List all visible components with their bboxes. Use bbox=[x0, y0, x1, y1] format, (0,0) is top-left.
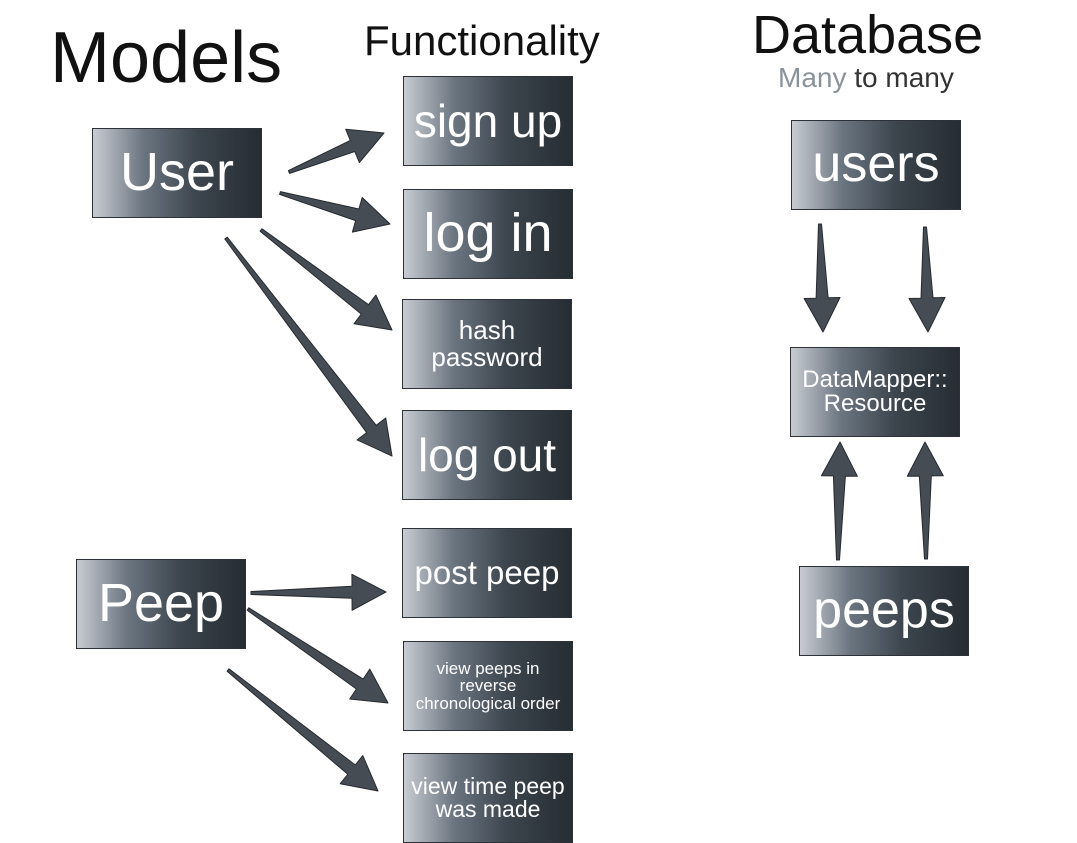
hash-password-box: hash password bbox=[402, 299, 572, 389]
arrow-peeps-to-dm-left bbox=[820, 441, 858, 561]
datamapper-resource-box: DataMapper:: Resource bbox=[790, 347, 960, 437]
arrow-user-to-signup bbox=[287, 128, 385, 174]
peep-model-box: Peep bbox=[76, 559, 246, 649]
relationship-word-to-many: to many bbox=[854, 62, 954, 93]
arrow-users-to-dm-left bbox=[803, 223, 841, 333]
view-peeps-reverse-box: view peeps in reverse chronological orde… bbox=[403, 641, 573, 731]
users-table-box: users bbox=[791, 120, 961, 210]
arrow-users-to-dm-right bbox=[908, 226, 946, 333]
view-time-peep-box: view time peep was made bbox=[403, 753, 573, 843]
peeps-table-box: peeps bbox=[799, 566, 969, 656]
arrow-peeps-to-dm-right bbox=[906, 441, 944, 560]
models-heading: Models bbox=[50, 18, 283, 98]
arrow-peep-to-viewtime bbox=[226, 668, 379, 792]
arrow-peep-to-viewrev bbox=[246, 607, 389, 704]
arrow-peep-to-post bbox=[250, 573, 387, 611]
log-out-box: log out bbox=[402, 410, 572, 500]
functionality-heading: Functionality bbox=[364, 17, 600, 64]
arrow-user-to-login bbox=[279, 191, 391, 233]
post-peep-box: post peep bbox=[402, 528, 572, 618]
arrow-user-to-hash bbox=[259, 228, 393, 331]
relationship-subtitle: Many to many bbox=[778, 64, 954, 92]
arrow-user-to-logout bbox=[224, 236, 393, 457]
user-model-box: User bbox=[92, 128, 262, 218]
log-in-box: log in bbox=[403, 189, 573, 279]
database-heading: Database bbox=[752, 5, 984, 65]
sign-up-box: sign up bbox=[403, 76, 573, 166]
relationship-word-many: Many bbox=[778, 62, 847, 93]
